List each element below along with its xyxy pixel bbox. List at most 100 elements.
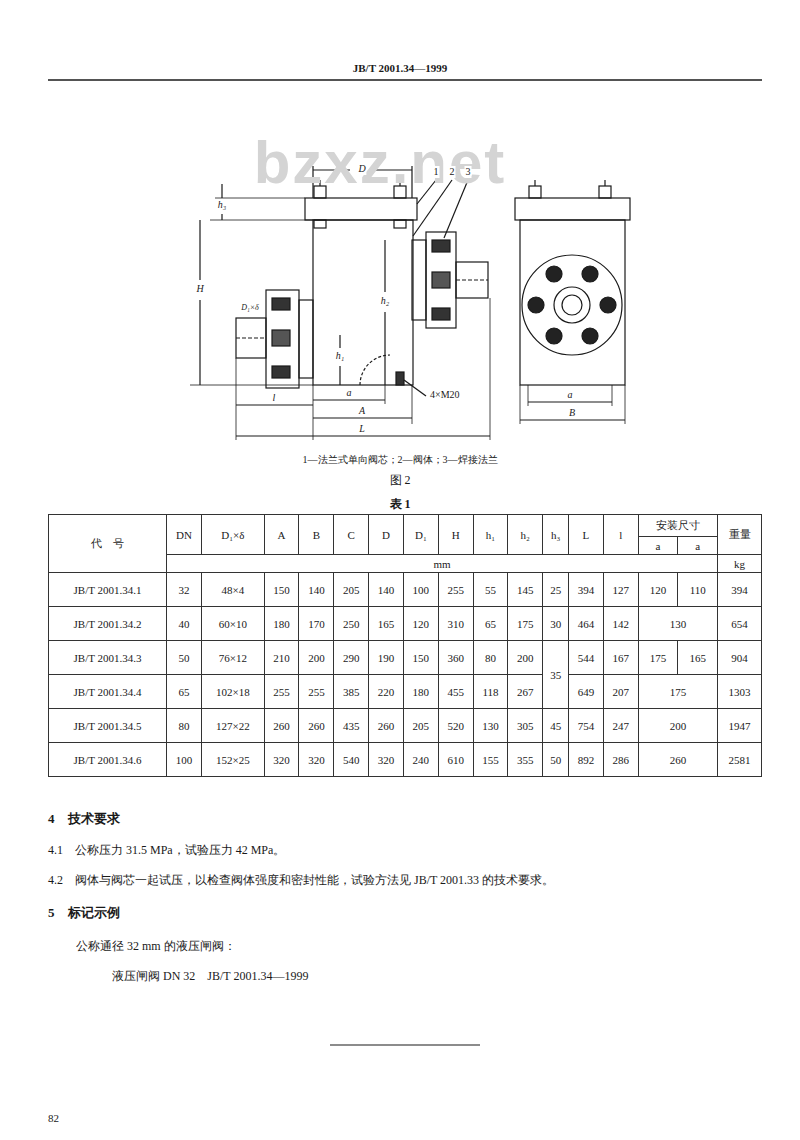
cell-text: 80 bbox=[179, 720, 190, 732]
table-cell: 40 bbox=[167, 607, 202, 641]
cell-text: B bbox=[313, 529, 320, 541]
spec-table: 代 号DND₁×δABCDD₁Hh₁h₂h₃Ll安装尺寸重量aammkgJB/T… bbox=[48, 514, 762, 777]
cell-text: 60×10 bbox=[219, 618, 247, 630]
table-cell: 120 bbox=[403, 607, 438, 641]
table-cell: 210 bbox=[264, 641, 299, 675]
table-cell: 142 bbox=[603, 607, 638, 641]
table-cell: 290 bbox=[334, 641, 369, 675]
cell-text: 255 bbox=[273, 686, 290, 698]
cell-text: 76×12 bbox=[219, 652, 247, 664]
table-cell: 394 bbox=[569, 573, 604, 607]
cell-text: l bbox=[619, 529, 622, 541]
table-cell: JB/T 2001.34.5 bbox=[49, 709, 167, 743]
cell-text: JB/T 2001.34.4 bbox=[74, 686, 142, 698]
table-cell: 127 bbox=[603, 573, 638, 607]
table-cell: 167 bbox=[603, 641, 638, 675]
cell-text: 210 bbox=[273, 652, 290, 664]
table-cell: 649 bbox=[569, 675, 604, 709]
cell-text: 30 bbox=[550, 618, 561, 630]
table-cell: 100 bbox=[403, 573, 438, 607]
cell-text: H bbox=[452, 529, 460, 541]
cell-text: 48×4 bbox=[221, 584, 244, 596]
table-cell: 2581 bbox=[718, 743, 762, 777]
table-row: JB/T 2001.34.35076×122102002901901503608… bbox=[49, 641, 762, 675]
table-cell: kg bbox=[718, 555, 762, 573]
cell-text: 207 bbox=[613, 686, 630, 698]
table-cell: 205 bbox=[403, 709, 438, 743]
table-cell: 1947 bbox=[718, 709, 762, 743]
thread-note: 4×M20 bbox=[429, 389, 461, 401]
table-cell: h₂ bbox=[508, 515, 543, 555]
table-cell: 190 bbox=[369, 641, 404, 675]
cell-text: 892 bbox=[578, 754, 595, 766]
cell-text: 50 bbox=[179, 652, 190, 664]
cell-text: 140 bbox=[308, 584, 325, 596]
cell-text: 260 bbox=[308, 720, 325, 732]
cell-text: 32 bbox=[179, 584, 190, 596]
cell-text: mm bbox=[434, 558, 451, 570]
cell-text: C bbox=[348, 529, 355, 541]
table-cell: 65 bbox=[167, 675, 202, 709]
table-cell: 200 bbox=[299, 641, 334, 675]
cell-text: 170 bbox=[308, 618, 325, 630]
table-cell: 65 bbox=[473, 607, 508, 641]
cell-text: JB/T 2001.34.1 bbox=[74, 584, 142, 596]
cell-text: JB/T 2001.34.6 bbox=[74, 754, 142, 766]
table-cell: 520 bbox=[438, 709, 473, 743]
table-cell: JB/T 2001.34.1 bbox=[49, 573, 167, 607]
cell-text: 1947 bbox=[729, 720, 751, 732]
table-cell: 892 bbox=[569, 743, 604, 777]
body-text: 4.1 公称压力 31.5 MPa，试验压力 42 MPa。 bbox=[48, 844, 285, 858]
cell-text: 175 bbox=[670, 686, 687, 698]
part-key: 1—法兰式单向阀芯；2—阀体；3—焊接法兰 bbox=[303, 454, 498, 466]
table-cell: 355 bbox=[508, 743, 543, 777]
cell-text: 255 bbox=[447, 584, 464, 596]
dimension-letter: h₁ bbox=[335, 350, 345, 362]
table-cell: 30 bbox=[543, 607, 569, 641]
table-cell: 145 bbox=[508, 573, 543, 607]
table-cell: 130 bbox=[473, 709, 508, 743]
cell-text: 200 bbox=[517, 652, 534, 664]
table-cell: 260 bbox=[299, 709, 334, 743]
table-cell: 110 bbox=[678, 573, 718, 607]
table-cell: 80 bbox=[167, 709, 202, 743]
table-cell: 120 bbox=[638, 573, 678, 607]
dimension-letter: a bbox=[567, 389, 574, 401]
body-text: 液压闸阀 DN 32 JB/T 2001.34—1999 bbox=[112, 970, 308, 984]
cell-text: 310 bbox=[447, 618, 464, 630]
cell-text: 重量 bbox=[729, 528, 751, 540]
cell-text: 118 bbox=[482, 686, 498, 698]
table-cell: 904 bbox=[718, 641, 762, 675]
table-cell: 代 号 bbox=[49, 515, 167, 573]
table-cell: h₁ bbox=[473, 515, 508, 555]
table-cell: l bbox=[603, 515, 638, 555]
table-cell: h₃ bbox=[543, 515, 569, 555]
table-cell: 200 bbox=[508, 641, 543, 675]
cell-text: a bbox=[656, 540, 661, 552]
cell-text: 180 bbox=[413, 686, 430, 698]
cell-text: 286 bbox=[613, 754, 630, 766]
table-cell: D bbox=[369, 515, 404, 555]
table-cell: L bbox=[569, 515, 604, 555]
cell-text: 205 bbox=[343, 584, 360, 596]
cell-text: 175 bbox=[517, 618, 534, 630]
table-row: aa bbox=[49, 537, 762, 555]
table-cell: 175 bbox=[638, 675, 717, 709]
table-cell: 240 bbox=[403, 743, 438, 777]
table-cell: 250 bbox=[334, 607, 369, 641]
cell-text: 100 bbox=[176, 754, 193, 766]
dimension-letter: h₃ bbox=[217, 199, 227, 211]
table-cell: 255 bbox=[438, 573, 473, 607]
table-cell: 255 bbox=[264, 675, 299, 709]
cell-text: JB/T 2001.34.3 bbox=[74, 652, 142, 664]
cell-text: 安装尺寸 bbox=[656, 519, 700, 531]
table-cell: 50 bbox=[543, 743, 569, 777]
cell-text: 540 bbox=[343, 754, 360, 766]
cell-text: 247 bbox=[613, 720, 630, 732]
page-number: 82 bbox=[48, 1112, 59, 1125]
section-heading: 4 技术要求 bbox=[48, 812, 120, 827]
cell-text: D₁×δ bbox=[221, 529, 244, 541]
cell-text: 130 bbox=[670, 618, 687, 630]
cell-text: 385 bbox=[343, 686, 360, 698]
cell-text: a bbox=[695, 540, 700, 552]
